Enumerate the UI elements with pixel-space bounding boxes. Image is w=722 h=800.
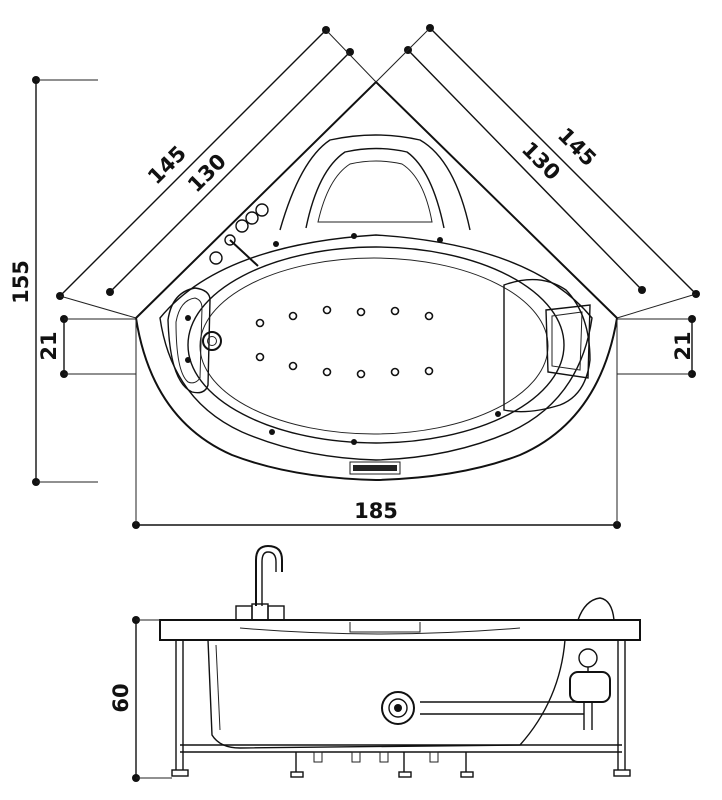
headrest-pad — [317, 160, 433, 223]
dim-width-label: 185 — [354, 499, 398, 523]
dim-left-inner-label: 130 — [183, 149, 231, 197]
side-view: 60 — [109, 544, 641, 782]
dimension-lines-side — [132, 616, 172, 782]
headrest — [279, 134, 471, 231]
dim-side-height-label: 60 — [109, 683, 133, 712]
tub-basin-inner — [199, 257, 549, 435]
left-armrest — [167, 287, 211, 394]
right-recess — [503, 278, 591, 413]
tub-outline — [134, 80, 619, 482]
dim-side-right-label: 21 — [671, 331, 695, 360]
tub-inner-rim — [159, 234, 593, 461]
rim-slab — [159, 619, 641, 641]
frame-legs — [171, 640, 631, 778]
dim-side-left-label: 21 — [37, 331, 61, 360]
drain — [202, 331, 222, 351]
tub-body — [207, 639, 566, 749]
right-pillow — [545, 304, 591, 379]
whirlpool-jets — [255, 305, 434, 379]
rim-fixtures — [185, 233, 501, 445]
headrest-inner — [305, 147, 445, 229]
control-panel — [349, 461, 401, 475]
left-armrest-inner — [175, 297, 203, 384]
dimension-lines-top — [32, 24, 700, 529]
top-view: 145 130 145 130 155 21 21 185 — [9, 24, 700, 529]
side-headrest — [577, 597, 615, 621]
dim-height-label: 155 — [9, 260, 33, 304]
pump-assembly — [381, 648, 611, 730]
faucet — [209, 203, 269, 267]
right-pillow-inner — [551, 311, 583, 371]
tub-basin — [187, 246, 565, 444]
faucet-spout — [235, 544, 285, 621]
